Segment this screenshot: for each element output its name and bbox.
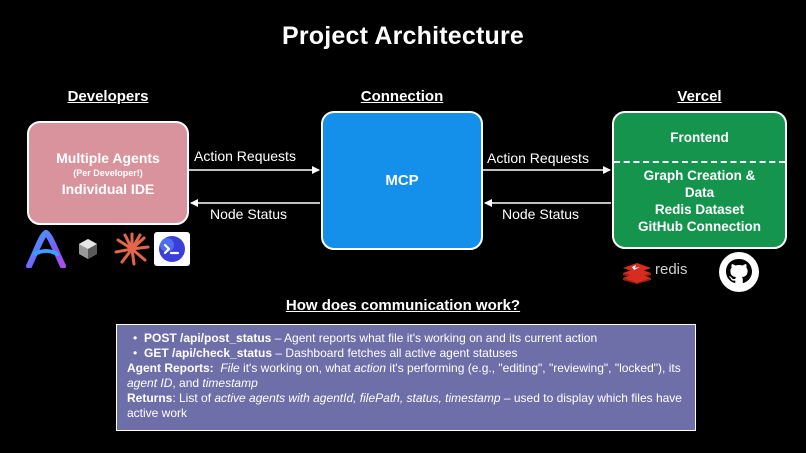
reports-timestamp: timestamp xyxy=(202,376,258,390)
returns-end: – used to display which files have activ… xyxy=(127,391,682,420)
returns-label: Returns xyxy=(127,391,173,405)
developers-box: Multiple Agents (Per Developer!) Individ… xyxy=(27,121,189,225)
vercel-line-data: Data xyxy=(684,185,715,200)
developers-heading: Developers xyxy=(67,88,149,105)
communication-panel: POST /api/post_status – Agent reports wh… xyxy=(116,324,696,431)
mcp-label: MCP xyxy=(385,172,419,189)
get-endpoint: GET /api/check_status xyxy=(144,346,273,360)
terminal-icon xyxy=(159,236,185,262)
redis-icon xyxy=(623,263,651,284)
diagram-title: Project Architecture xyxy=(281,22,525,50)
reports-file: File xyxy=(220,361,240,375)
returns-italic: active agents with agentId, filePath, st… xyxy=(214,391,501,405)
returns-mid1: : List of xyxy=(172,391,215,405)
reports-mid3: , and xyxy=(172,376,203,390)
arc-icon xyxy=(26,230,66,268)
developers-box-line2: (Per Developer!) xyxy=(73,167,143,178)
vercel-heading: Vercel xyxy=(677,88,722,105)
reports-mid1: it's working on, what xyxy=(239,361,355,375)
developers-box-line1: Multiple Agents xyxy=(56,149,160,166)
get-endpoint-item: GET /api/check_status – Dashboard fetche… xyxy=(127,346,685,361)
arrow-label-left-request: Action Requests xyxy=(194,148,296,164)
starburst-icon xyxy=(114,232,150,266)
redis-label: redis xyxy=(655,261,688,278)
vercel-divider xyxy=(614,161,785,163)
github-icon xyxy=(719,252,759,292)
reports-mid2: it's performing (e.g., "editing", "revie… xyxy=(386,361,681,375)
communication-heading: How does communication work? xyxy=(285,297,521,314)
vercel-line-redis: Redis Dataset xyxy=(654,202,745,217)
post-endpoint-desc: – Agent reports what file it's working o… xyxy=(271,331,598,345)
reports-agent-id: agent ID xyxy=(127,376,173,390)
cube-icon xyxy=(79,239,97,259)
get-endpoint-desc: – Dashboard fetches all active agent sta… xyxy=(272,346,518,360)
vercel-frontend-label: Frontend xyxy=(670,130,729,145)
agent-reports-text: Agent Reports: File it's working on, wha… xyxy=(127,361,685,391)
arrow-label-right-request: Action Requests xyxy=(487,150,589,166)
agent-reports-label: Agent Reports: xyxy=(127,361,214,375)
arrow-label-left-status: Node Status xyxy=(210,206,288,222)
terminal-icon-frame xyxy=(154,232,190,266)
post-endpoint: POST /api/post_status xyxy=(144,331,272,345)
vercel-line-github: GitHub Connection xyxy=(638,219,761,234)
developers-box-line3: Individual IDE xyxy=(61,180,155,197)
arrow-label-right-status: Node Status xyxy=(502,206,580,222)
post-endpoint-item: POST /api/post_status – Agent reports wh… xyxy=(127,331,685,346)
mcp-box: MCP xyxy=(321,111,483,250)
vercel-line-graph: Graph Creation & xyxy=(643,168,756,183)
returns-text: Returns: List of active agents with agen… xyxy=(127,391,685,421)
vercel-box: Frontend Graph Creation & Data Redis Dat… xyxy=(612,111,787,249)
reports-action: action xyxy=(354,361,387,375)
connection-heading: Connection xyxy=(360,88,444,105)
